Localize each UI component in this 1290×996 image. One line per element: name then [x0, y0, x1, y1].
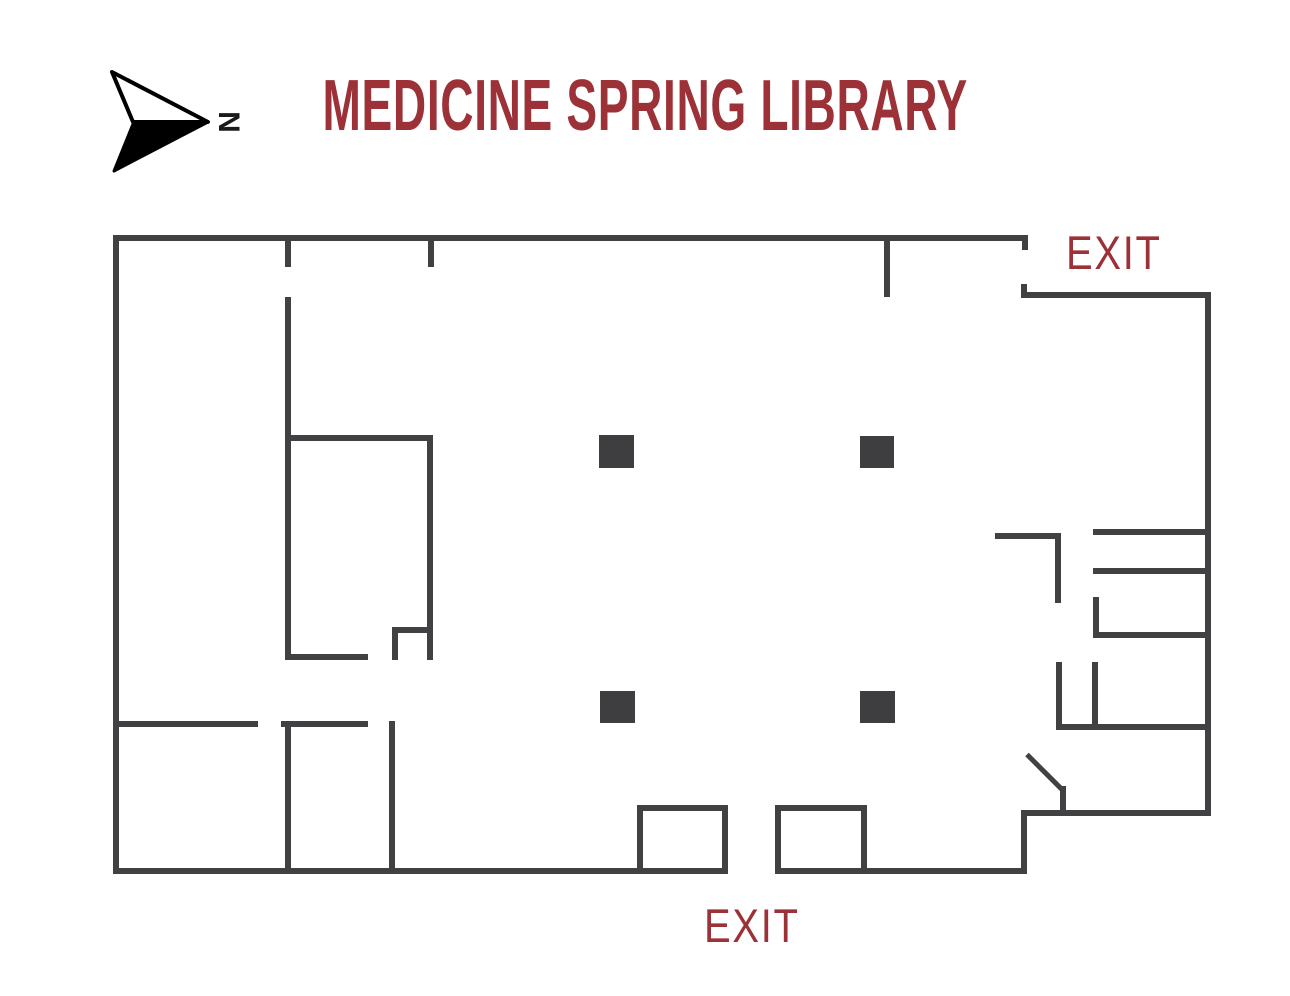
- wall-west-partition: [285, 297, 291, 658]
- wall-east-shelf-1: [1093, 529, 1211, 535]
- wall-hall-wall-west: [113, 721, 258, 727]
- wall-ne-horizontal: [1021, 292, 1211, 298]
- wall-door-jamb: [1060, 786, 1066, 814]
- wall-sw-partition-1: [285, 727, 291, 874]
- wall-vestibule-west-top: [637, 805, 728, 811]
- wall-outer-left: [113, 235, 119, 874]
- pillar-ne: [860, 436, 894, 468]
- wall-se-step-vertical: [1021, 810, 1027, 874]
- wall-top-stub-west: [285, 235, 291, 267]
- wall-outer-top: [113, 235, 1028, 241]
- door-swing: [1025, 752, 1065, 793]
- wall-east-closet-bottom: [1056, 724, 1211, 730]
- wall-vestibule-west-left: [637, 805, 643, 868]
- wall-east-counter-top: [995, 533, 1061, 539]
- wall-outer-bottom-east: [775, 868, 1027, 874]
- wall-top-stub-east: [884, 235, 890, 297]
- wall-room-right: [427, 435, 433, 660]
- wall-sw-partition-2: [389, 721, 395, 874]
- wall-room-nook-vertical: [392, 627, 398, 660]
- wall-top-stub-mid: [428, 235, 434, 267]
- wall-east-shelf-3: [1093, 632, 1207, 638]
- wall-room-nook-horizontal: [392, 627, 433, 633]
- wall-east-counter-vert: [1055, 533, 1061, 603]
- wall-east-shelf-3-vert: [1093, 597, 1099, 638]
- wall-east-shelf-2: [1093, 568, 1207, 574]
- wall-vestibule-east-left: [775, 805, 781, 868]
- wall-vestibule-east-right: [861, 805, 867, 868]
- wall-ne-exit-jamb-upper: [1022, 235, 1028, 250]
- wall-east-closet-mid: [1092, 662, 1098, 727]
- wall-se-horizontal: [1021, 810, 1211, 816]
- exit-label-top: EXIT: [1066, 226, 1162, 279]
- pillar-sw: [600, 691, 635, 723]
- wall-east-closet-left: [1056, 662, 1062, 727]
- wall-room-bottom: [285, 654, 368, 660]
- wall-room-top: [285, 435, 433, 441]
- wall-vestibule-east-top: [775, 805, 867, 811]
- wall-ne-exit-jamb-lower: [1021, 284, 1027, 298]
- wall-hall-wall-east: [281, 721, 368, 727]
- pillar-nw: [599, 435, 634, 468]
- wall-vestibule-west-right: [722, 805, 728, 868]
- wall-outer-bottom-west: [113, 868, 728, 874]
- wall-outer-right: [1205, 292, 1211, 816]
- exit-label-bottom: EXIT: [704, 899, 800, 952]
- pillar-se: [860, 691, 895, 723]
